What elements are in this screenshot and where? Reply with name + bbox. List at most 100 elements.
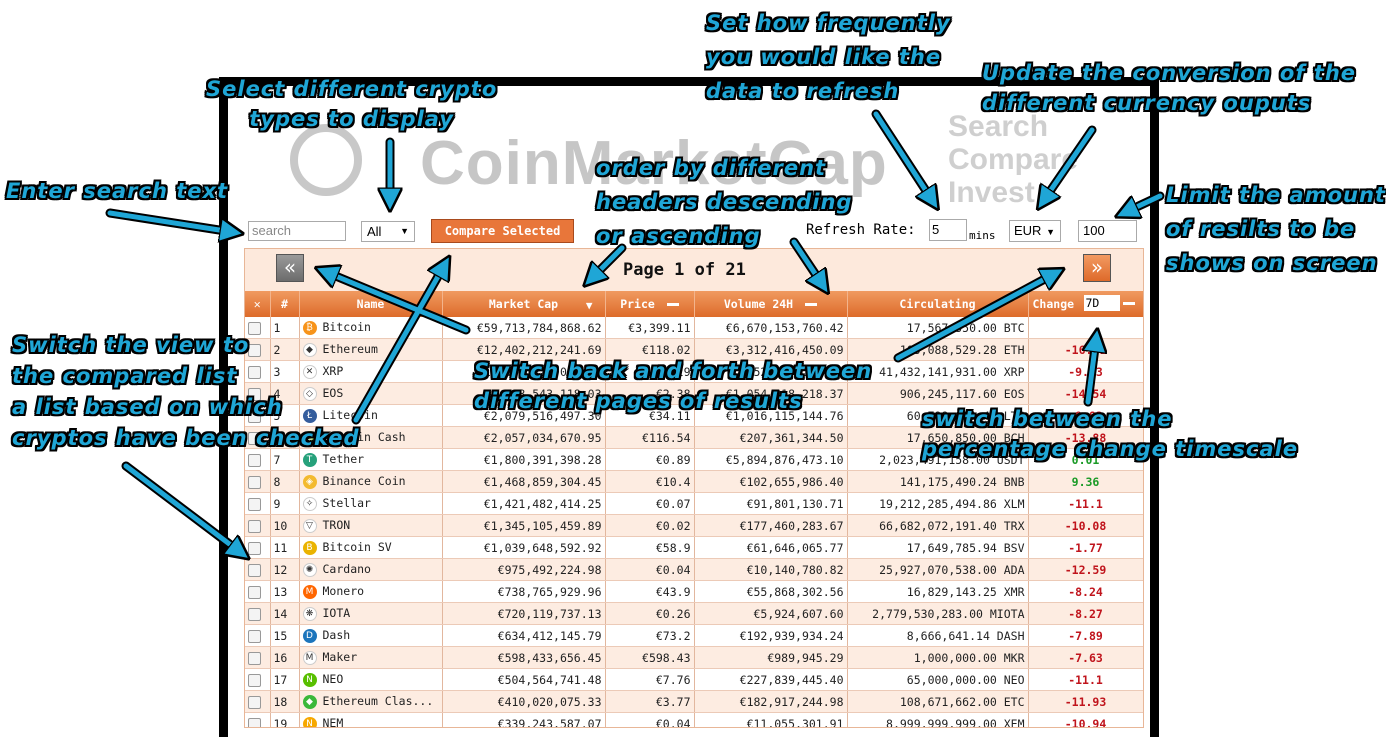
table-row[interactable]: 12✺Cardano€975,492,224.98€0.04€10,140,78…	[245, 558, 1143, 581]
row-checkbox[interactable]	[248, 607, 261, 621]
refresh-rate-input[interactable]: 5	[929, 219, 967, 241]
compare-selected-button[interactable]: Compare Selected	[431, 219, 574, 243]
chevron-down-icon: ▼	[400, 226, 409, 236]
row-checkbox[interactable]	[248, 475, 261, 489]
volume-cell: €6,670,153,760.42	[694, 317, 848, 339]
change-cell: -10.94	[1028, 712, 1143, 727]
table-row[interactable]: 18◆Ethereum Clas...€410,020,075.33€3.77€…	[245, 690, 1143, 713]
row-checkbox[interactable]	[248, 717, 261, 727]
market-cap-cell: €59,713,784,868.62	[442, 317, 606, 339]
table-row[interactable]: 1₿Bitcoin€59,713,784,868.62€3,399.11€6,6…	[245, 317, 1143, 339]
annotation-order: order by different headers descending or…	[596, 151, 852, 253]
annotation-line: different pages of results	[474, 389, 803, 413]
coin-logo-icon: ₿	[302, 320, 317, 335]
row-checkbox[interactable]	[248, 409, 261, 423]
price-cell: €0.04	[605, 712, 695, 727]
circulating-cell: 906,245,117.60 EOS	[847, 382, 1029, 405]
coin-name: NEM	[322, 716, 344, 728]
row-checkbox[interactable]	[248, 365, 261, 379]
table-row[interactable]: 6₿Bitcoin Cash€2,057,034,670.95€116.54€2…	[245, 426, 1143, 449]
row-checkbox[interactable]	[248, 541, 261, 555]
row-checkbox[interactable]	[248, 585, 261, 599]
row-select-cell[interactable]	[245, 426, 271, 449]
row-checkbox[interactable]	[248, 519, 261, 533]
coin-logo-icon: B	[302, 540, 317, 555]
table-row[interactable]: 8◈Binance Coin€1,468,859,304.45€10.4€102…	[245, 470, 1143, 493]
change-cell: -14.54	[1028, 382, 1143, 405]
annotation-search: Enter search text	[6, 179, 229, 203]
row-select-cell[interactable]	[245, 536, 271, 559]
next-page-button[interactable]: »	[1083, 254, 1111, 282]
header-price[interactable]: Price	[605, 291, 695, 317]
row-select-cell[interactable]	[245, 624, 271, 647]
name-cell: ❋IOTA	[299, 602, 443, 625]
row-checkbox[interactable]	[248, 651, 261, 665]
row-select-cell[interactable]	[245, 382, 271, 405]
row-checkbox[interactable]	[248, 387, 261, 401]
row-select-cell[interactable]	[245, 448, 271, 471]
annotation-timescale: switch between the percentage change tim…	[922, 404, 1298, 464]
sort-descending-icon: ▼	[585, 299, 593, 312]
row-select-cell[interactable]	[245, 338, 271, 361]
search-input[interactable]: search	[248, 221, 346, 241]
change-period-select[interactable]: 7D	[1083, 295, 1120, 311]
row-select-cell[interactable]	[245, 580, 271, 603]
result-limit-input[interactable]: 100	[1078, 220, 1137, 242]
row-checkbox[interactable]	[248, 673, 261, 687]
row-select-cell[interactable]	[245, 646, 271, 669]
row-checkbox[interactable]	[248, 629, 261, 643]
header-circulating[interactable]: Circulating	[847, 291, 1029, 317]
row-select-cell[interactable]	[245, 317, 271, 339]
crypto-type-select[interactable]: All ▼	[361, 221, 415, 242]
header-name[interactable]: Name	[299, 291, 443, 317]
row-select-cell[interactable]	[245, 668, 271, 691]
row-select-cell[interactable]	[245, 470, 271, 493]
crypto-type-value: All	[367, 224, 382, 239]
row-checkbox[interactable]	[248, 497, 261, 511]
row-select-cell[interactable]	[245, 602, 271, 625]
close-compare-icon[interactable]: ✕	[245, 291, 271, 317]
row-checkbox[interactable]	[248, 453, 261, 467]
currency-select[interactable]: EUR▼	[1009, 220, 1061, 242]
table-row[interactable]: 10▽TRON€1,345,105,459.89€0.02€177,460,28…	[245, 514, 1143, 537]
row-select-cell[interactable]	[245, 492, 271, 515]
row-select-cell[interactable]	[245, 690, 271, 713]
volume-cell: €5,894,876,473.10	[694, 448, 848, 471]
table-header: ✕ # Name Market Cap▼ Price Volume 24H Ci…	[245, 291, 1143, 317]
row-select-cell[interactable]	[245, 712, 271, 727]
circulating-cell: 17,567,550.00 BTC	[847, 317, 1029, 339]
row-select-cell[interactable]	[245, 514, 271, 537]
table-row[interactable]: 14❋IOTA€720,119,737.13€0.26€5,924,607.60…	[245, 602, 1143, 625]
previous-page-button[interactable]: «	[276, 254, 304, 282]
row-select-cell[interactable]	[245, 360, 271, 383]
chevron-down-icon: ▼	[1046, 227, 1055, 237]
row-select-cell[interactable]	[245, 558, 271, 581]
logo-mark-icon	[290, 124, 362, 196]
header-price-label: Price	[620, 297, 655, 311]
market-cap-cell: €1,039,648,592.92	[442, 536, 606, 559]
row-checkbox[interactable]	[248, 431, 261, 445]
row-checkbox[interactable]	[248, 343, 261, 357]
circulating-cell: 8,666,641.14 DASH	[847, 624, 1029, 647]
circulating-cell: 65,000,000.00 NEO	[847, 668, 1029, 691]
market-cap-cell: €2,188,543,118.03	[442, 382, 606, 405]
header-index[interactable]: #	[270, 291, 300, 317]
change-cell: 0.01	[1028, 448, 1143, 471]
row-select-cell[interactable]	[245, 404, 271, 427]
row-checkbox[interactable]	[248, 321, 261, 335]
header-volume[interactable]: Volume 24H	[694, 291, 848, 317]
row-checkbox[interactable]	[248, 563, 261, 577]
table-row[interactable]: 9✧Stellar€1,421,482,414.25€0.07€91,801,1…	[245, 492, 1143, 515]
market-cap-cell: €504,564,741.48	[442, 668, 606, 691]
row-checkbox[interactable]	[248, 695, 261, 709]
header-market-cap[interactable]: Market Cap▼	[442, 291, 606, 317]
